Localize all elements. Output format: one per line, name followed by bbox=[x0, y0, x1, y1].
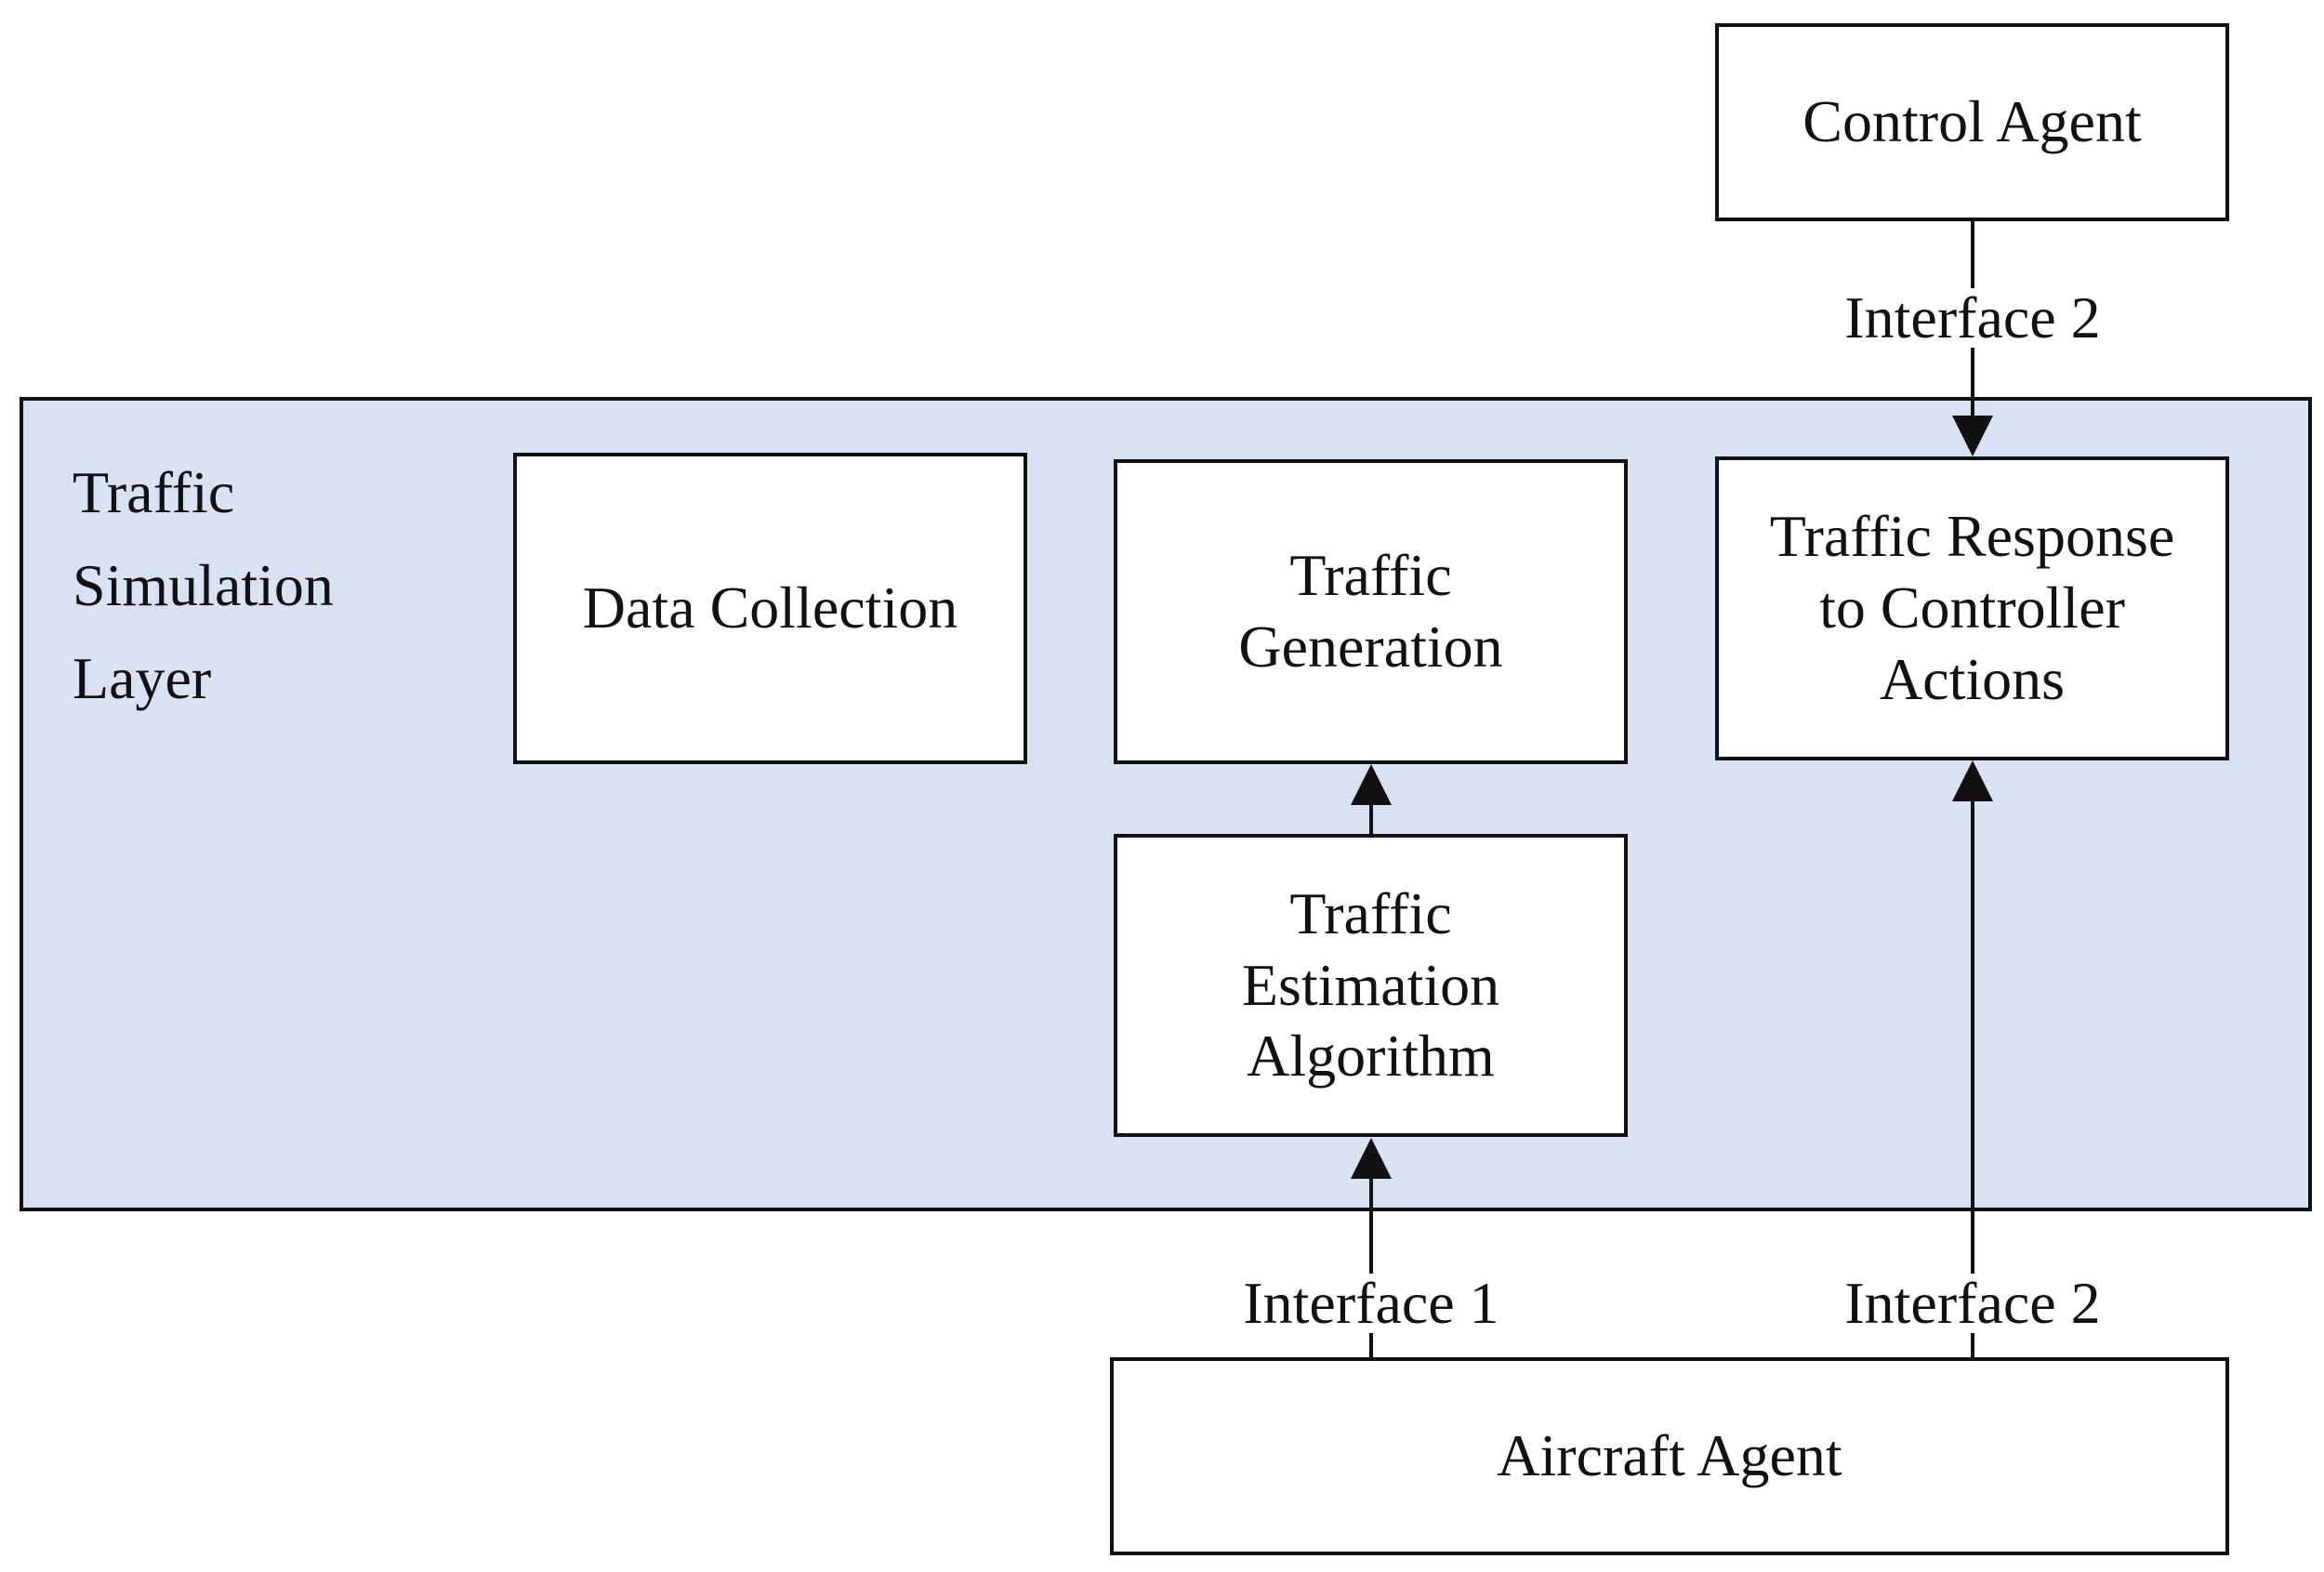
data-collection-box: Data Collection bbox=[513, 453, 1027, 764]
interface-2-bottom-label: Interface 2 bbox=[1839, 1274, 2106, 1333]
interface-1-bottom-label: Interface 1 bbox=[1237, 1274, 1505, 1333]
aircraft-agent-box: Aircraft Agent bbox=[1110, 1357, 2229, 1555]
interface-2-top-label: Interface 2 bbox=[1839, 288, 2106, 348]
layer-label: Traffic Simulation Layer bbox=[73, 459, 334, 711]
traffic-response-box: Traffic Response to Controller Actions bbox=[1715, 456, 2229, 760]
traffic-estimation-box: Traffic Estimation Algorithm bbox=[1114, 834, 1628, 1137]
traffic-generation-box: Traffic Generation bbox=[1114, 459, 1628, 764]
control-agent-box: Control Agent bbox=[1715, 23, 2229, 221]
